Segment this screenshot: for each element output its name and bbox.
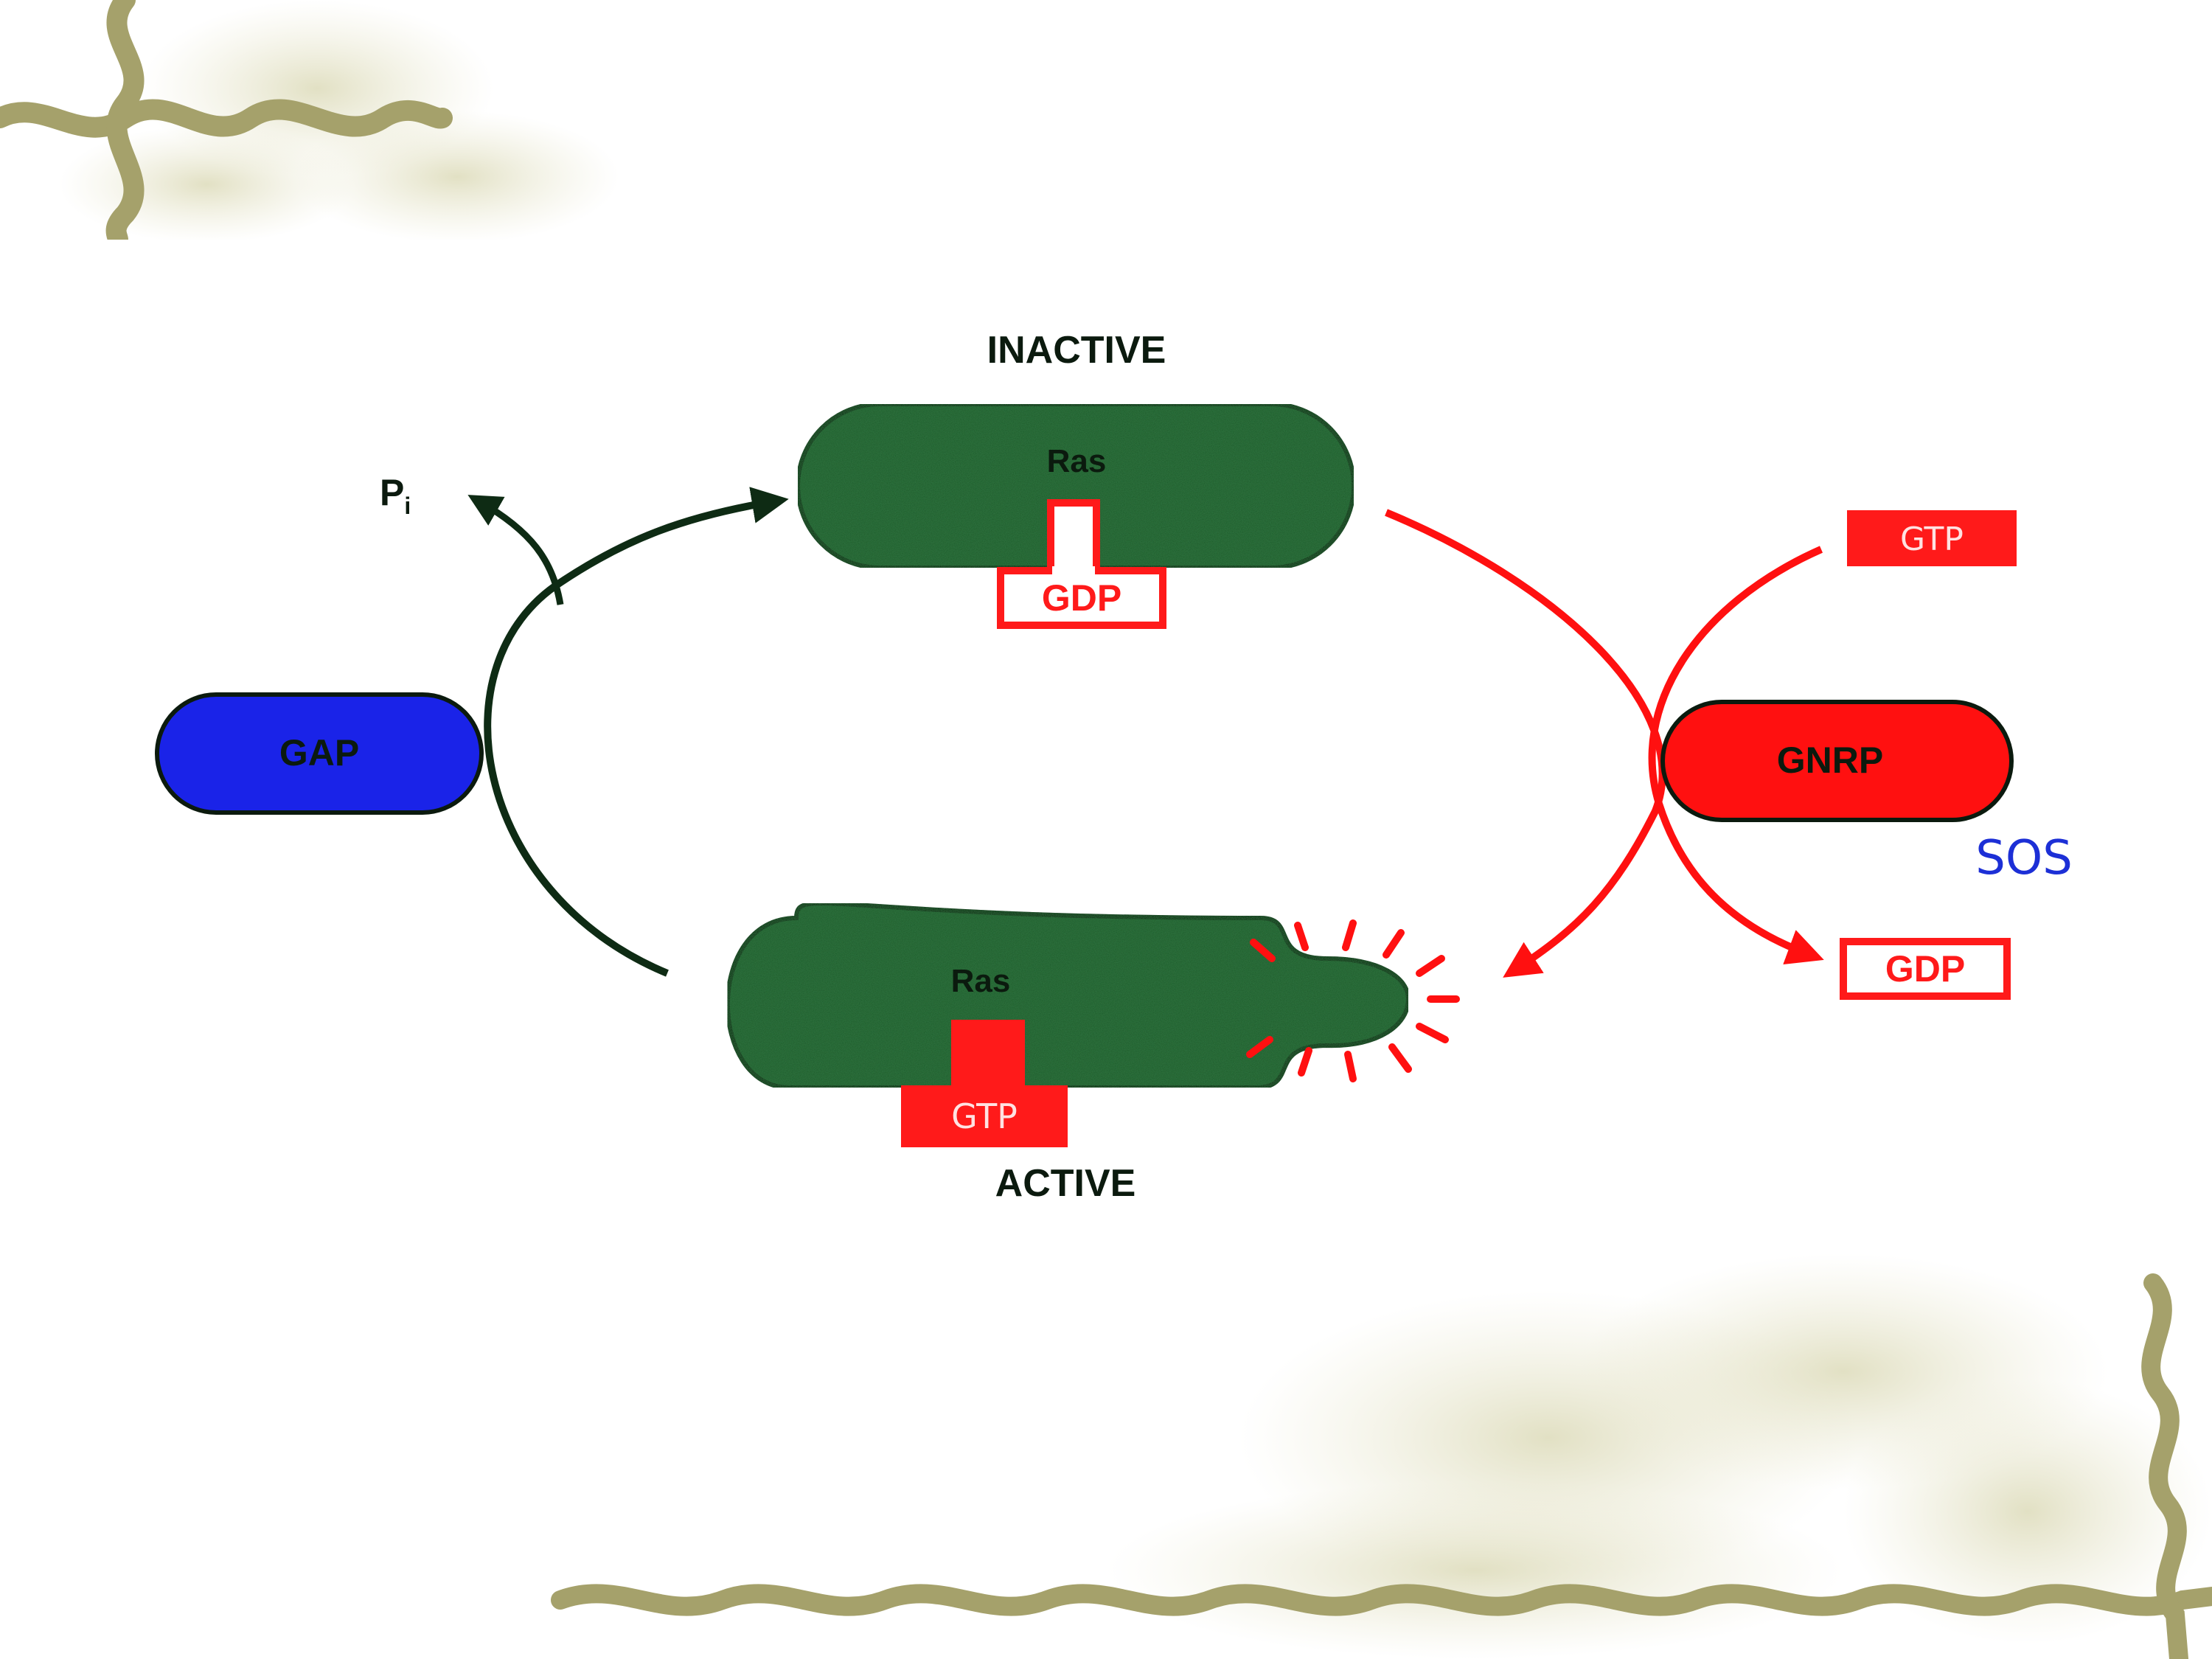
sos-annotation: SOS (1975, 831, 2073, 886)
ras-active-label: Ras (951, 963, 1011, 999)
activation-burst-icon (1246, 919, 1460, 1082)
svg-text:Pi: Pi (380, 472, 411, 519)
phosphate-subscript: i (404, 493, 411, 519)
gdp-outgoing-label: GDP (1885, 948, 1965, 990)
gap-label: GAP (279, 732, 359, 773)
gdp-outgoing-tag: GDP (1840, 938, 2011, 1000)
gnrp-label: GNRP (1777, 740, 1883, 781)
nucleotide-exchange-arrow (1648, 546, 1824, 965)
gap-protein: GAP (155, 692, 484, 815)
hydrolysis-arc-arrow (484, 487, 789, 977)
gdp-bound-label: GDP (1042, 577, 1121, 619)
ras-inactive: Ras (796, 402, 1356, 574)
phosphate-release-arrow (467, 495, 564, 605)
phosphate-symbol: P (380, 472, 404, 513)
phosphate-label: Pi (380, 472, 411, 519)
gtp-bound-tag: GTP (901, 1020, 1068, 1147)
ras-inactive-label: Ras (1047, 443, 1107, 479)
inactive-state-label: INACTIVE (987, 329, 1166, 372)
active-state-label: ACTIVE (995, 1162, 1136, 1205)
ras-active: Ras (725, 901, 1411, 1090)
gtp-incoming-label: GTP (1900, 521, 1964, 558)
gnrp-protein: GNRP (1660, 700, 2014, 822)
gtp-incoming-tag: GTP (1847, 510, 2017, 566)
gtp-bound-label: GTP (951, 1096, 1018, 1136)
gdp-bound-tag: GDP (997, 566, 1166, 629)
